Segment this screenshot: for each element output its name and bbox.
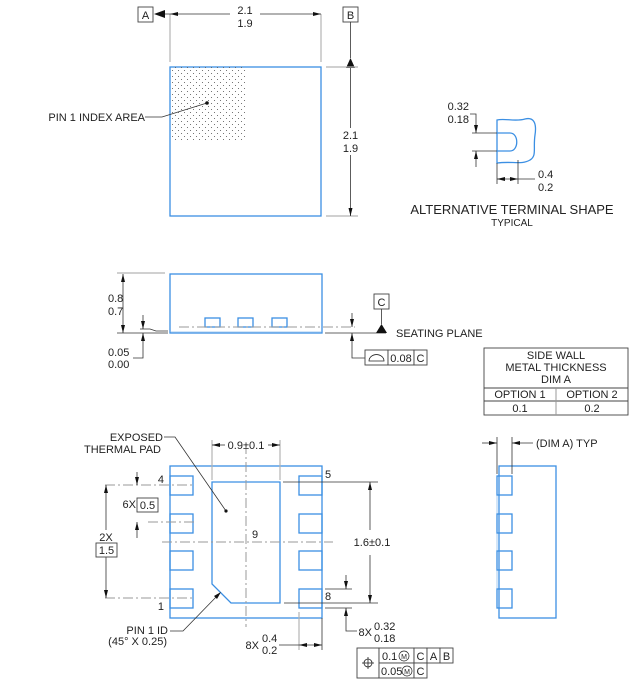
end-lead [496, 475, 513, 496]
pin1-id-detail: (45° X 0.25) [108, 636, 167, 648]
side-height-min: 0.7 [108, 306, 123, 318]
top-height-min: 1.9 [343, 143, 358, 155]
top-width-max: 2.1 [237, 5, 252, 17]
side-height-max: 0.8 [108, 293, 123, 305]
end-lead [496, 588, 513, 609]
thermal-pad-label-1: EXPOSED [110, 432, 163, 444]
end-view: (DIM A) TYP [482, 437, 598, 619]
terminal-detail: 0.32 0.18 0.4 0.2 ALTERNATIVE TERMINAL S… [410, 101, 614, 229]
top-width-min: 1.9 [237, 18, 252, 30]
seating-plane-label: SEATING PLANE [396, 328, 483, 340]
terminal-body [496, 117, 537, 164]
svg-text:M: M [404, 669, 410, 676]
standoff-min: 0.00 [108, 359, 129, 371]
lead-length-min: 0.2 [262, 645, 277, 657]
terminal-detail-title: ALTERNATIVE TERMINAL SHAPE [410, 202, 614, 217]
thermal-pad [211, 481, 281, 604]
lead-length-max: 0.4 [262, 633, 277, 645]
lead-2 [169, 550, 194, 571]
bottom-view: 0.9±0.1 EXPOSED THERMAL PAD 4 5 8 1 9 6X… [84, 432, 454, 679]
pin-1-label: 1 [158, 601, 164, 613]
fcf-row1-datum-3: B [443, 651, 450, 663]
pad-height-dim: 1.6±0.1 [354, 537, 391, 549]
side-body [169, 273, 323, 334]
thermal-pad-label-2: THERMAL PAD [84, 444, 161, 456]
table-header-line1: SIDE WALL [527, 350, 585, 362]
terminal-lead [497, 132, 518, 152]
end-lead [496, 513, 513, 534]
pin-8-label: 8 [325, 591, 331, 603]
lead-3 [169, 513, 194, 534]
table-value-option2: 0.2 [584, 403, 599, 415]
table-col-option2: OPTION 2 [566, 389, 617, 401]
fcf-row2-tolerance: 0.05 [381, 666, 402, 678]
mmc-modifier-icon [398, 650, 410, 662]
side-lead [204, 317, 221, 328]
datum-a-triangle-icon [154, 10, 165, 18]
terminal-length-max: 0.4 [538, 169, 553, 181]
fcf-row1-tolerance: 0.1 [382, 651, 397, 663]
lead-4 [169, 475, 194, 496]
side-lead [237, 317, 254, 328]
terminal-width-max: 0.32 [448, 101, 469, 113]
fcf-row1-datum-1: C [417, 651, 425, 663]
flatness-datum: C [417, 353, 425, 365]
lead-8 [298, 588, 323, 609]
terminal-width-min: 0.18 [448, 114, 469, 126]
side-lead [271, 317, 288, 328]
dim-a-typ-label: (DIM A) TYP [536, 438, 598, 450]
datum-b: B [347, 10, 354, 22]
position-tolerance-frame: 0.1 M C A B 0.05 M C [356, 647, 454, 679]
pitch-value: 0.5 [140, 500, 155, 512]
lead-1 [169, 588, 194, 609]
standoff-max: 0.05 [108, 347, 129, 359]
side-wall-table: SIDE WALL METAL THICKNESS DIM A OPTION 1… [483, 347, 629, 416]
span-count: 2X [99, 532, 113, 544]
table-col-option1: OPTION 1 [494, 389, 545, 401]
profile-symbol-box [364, 349, 389, 366]
terminal-length-min: 0.2 [538, 182, 553, 194]
datum-a-box [137, 6, 154, 23]
end-view-body [498, 465, 557, 619]
lead-width-max: 0.32 [374, 621, 395, 633]
table-header-line3: DIM A [541, 374, 572, 386]
lead-6 [298, 513, 323, 534]
pin1-index-label: PIN 1 INDEX AREA [48, 112, 145, 124]
lead-width-count: 8X [359, 627, 373, 639]
pad-9-label: 9 [252, 529, 258, 541]
fcf-row1-datum-2: A [430, 651, 438, 663]
datum-c-triangle-icon [376, 324, 387, 333]
svg-text:M: M [401, 654, 407, 661]
lead-5 [298, 475, 323, 496]
lead-length-count: 8X [246, 640, 260, 652]
datum-a: A [142, 10, 150, 22]
lead-7 [298, 550, 323, 571]
flatness-value: 0.08 [390, 353, 411, 365]
pin1-id-label: PIN 1 ID [126, 625, 168, 637]
mmc-modifier-icon [401, 665, 413, 677]
side-view: 0.8 0.7 0.05 0.00 C SEATING PLANE 0.08 C [108, 272, 483, 371]
surface-profile-icon [368, 354, 385, 362]
table-header-line2: METAL THICKNESS [505, 362, 606, 374]
pin1-index-area [171, 67, 247, 142]
terminal-detail-subtitle: TYPICAL [491, 218, 533, 229]
pin-5-label: 5 [325, 469, 331, 481]
datum-b-triangle-icon [346, 58, 355, 68]
top-view: A 2.1 1.9 B 2.1 1.9 PIN 1 INDEX AREA [48, 5, 359, 217]
end-lead [496, 550, 513, 571]
span-value: 1.5 [99, 545, 114, 557]
pin-4-label: 4 [158, 474, 164, 486]
lead-width-min: 0.18 [374, 633, 395, 645]
table-value-option1: 0.1 [512, 403, 527, 415]
pitch-count: 6X [123, 499, 137, 511]
fcf-row2-datum-1: C [417, 666, 425, 678]
datum-c: C [378, 297, 386, 309]
top-height-max: 2.1 [343, 130, 358, 142]
pad-width-dim: 0.9±0.1 [228, 440, 265, 452]
